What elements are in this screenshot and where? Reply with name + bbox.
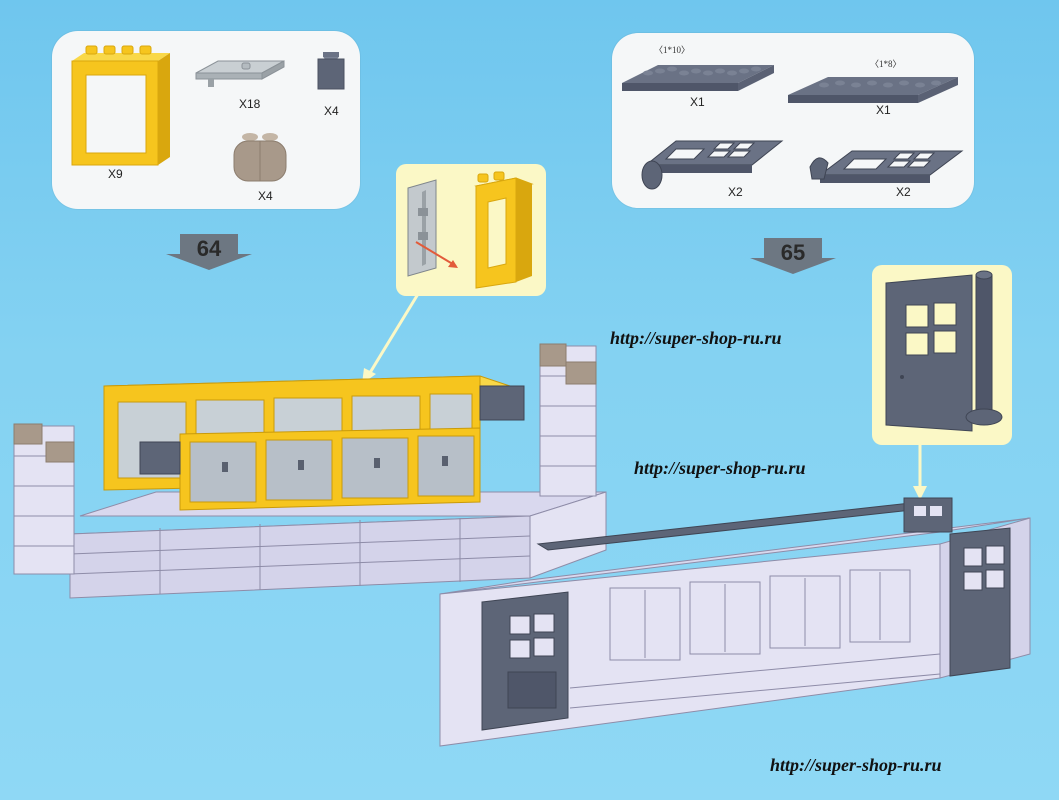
dark-grey-brick-icon (317, 52, 345, 90)
watermark-url: http://super-shop-ru.ru (634, 458, 806, 478)
parts-panel-step-64: X9 X18 X4 X4 (52, 31, 360, 209)
callout-pointer-65 (913, 444, 927, 500)
watermark-url: http://super-shop-ru.ru (610, 328, 782, 348)
qty-grey-brick: X4 (324, 104, 339, 118)
plate-1x8-icon (788, 77, 958, 103)
qty-tan-brick: X4 (258, 189, 273, 203)
window-assembly-icon (407, 171, 534, 289)
qty-plate-1x8: X1 (876, 103, 891, 117)
tan-round-brick-icon (233, 133, 287, 182)
callout-door (872, 265, 1012, 445)
model-step-64-illustration (13, 343, 607, 599)
plate-1x10-icon (622, 65, 774, 91)
step-64-badge: 64 (166, 232, 252, 270)
door-right-icon (809, 150, 964, 183)
plate-1x8-size: 〈1*8〉 (870, 59, 902, 69)
callout-window-assembly (396, 164, 546, 296)
plate-1x10-size: 〈1*10〉 (654, 45, 691, 55)
qty-window-frame: X9 (108, 167, 123, 181)
step-arrow-icon (166, 234, 252, 270)
step-65-number: 65 (780, 240, 806, 265)
parts-panel-step-65: 〈1*10〉 X1 〈1*8〉 X1 (612, 33, 974, 208)
step-65-badge: 65 (750, 236, 836, 274)
qty-door-left: X2 (728, 185, 743, 199)
step-64-number: 64 (196, 236, 222, 261)
step-arrow-icon (750, 238, 836, 274)
yellow-window-frame-icon (71, 45, 170, 166)
qty-plate-1x10: X1 (690, 95, 705, 109)
window-pane-icon (195, 60, 285, 87)
qty-door-right: X2 (896, 185, 911, 199)
watermark-url: http://super-shop-ru.ru (770, 755, 942, 775)
qty-window-pane: X18 (239, 97, 261, 111)
model-step-65-illustration (439, 497, 1031, 747)
door-left-icon (641, 140, 784, 190)
door-detail-icon (885, 270, 1003, 432)
